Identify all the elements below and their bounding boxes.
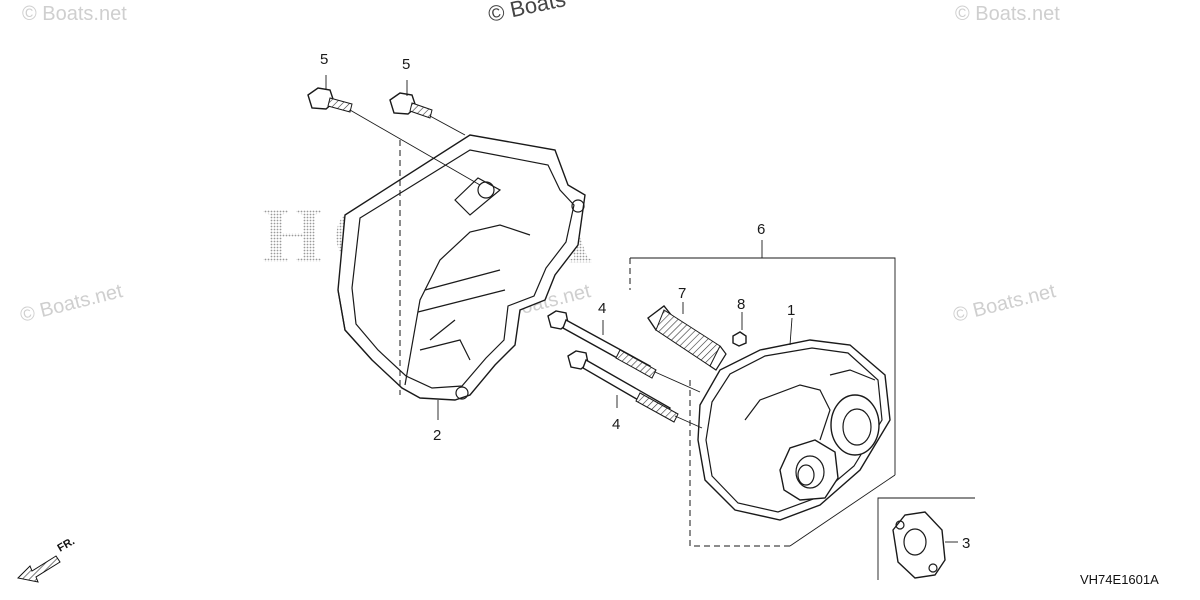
watermark-mid-left: © Boats.net [18,280,125,327]
assembly-group-outline [629,240,896,547]
callout-4b: 4 [612,416,620,433]
stud-bolt-4b[interactable] [567,350,679,423]
front-direction-label: FR. [56,535,77,554]
stud-bolt-4a[interactable] [547,310,657,379]
callout-8: 8 [737,296,745,313]
leader-lines [325,75,793,429]
muffler-gasket-part[interactable] [892,511,946,579]
callout-3: 3 [962,535,970,552]
watermark-mid-right: © Boats.net [951,280,1058,327]
callout-4a: 4 [598,300,606,317]
gasket-group-outline [877,497,975,580]
callout-1: 1 [787,302,795,319]
diagram-code: VH74E1601A [1080,572,1159,587]
front-direction-arrow [16,555,61,583]
watermark-top: © Boats [486,0,568,27]
flange-bolt-5b[interactable] [389,92,433,119]
callout-2: 2 [433,427,441,444]
tapping-screw-8[interactable] [732,331,747,347]
callout-5a: 5 [320,51,328,68]
callout-5b: 5 [402,56,410,73]
watermark-top-right: © Boats.net [955,3,1060,25]
callout-6: 6 [757,221,765,238]
spark-arrester-screen[interactable] [647,305,727,371]
muffler-body-part[interactable] [697,339,891,521]
watermark-top-left: © Boats.net [22,3,127,25]
flange-bolt-5a[interactable] [307,87,353,113]
callout-7: 7 [678,285,686,302]
